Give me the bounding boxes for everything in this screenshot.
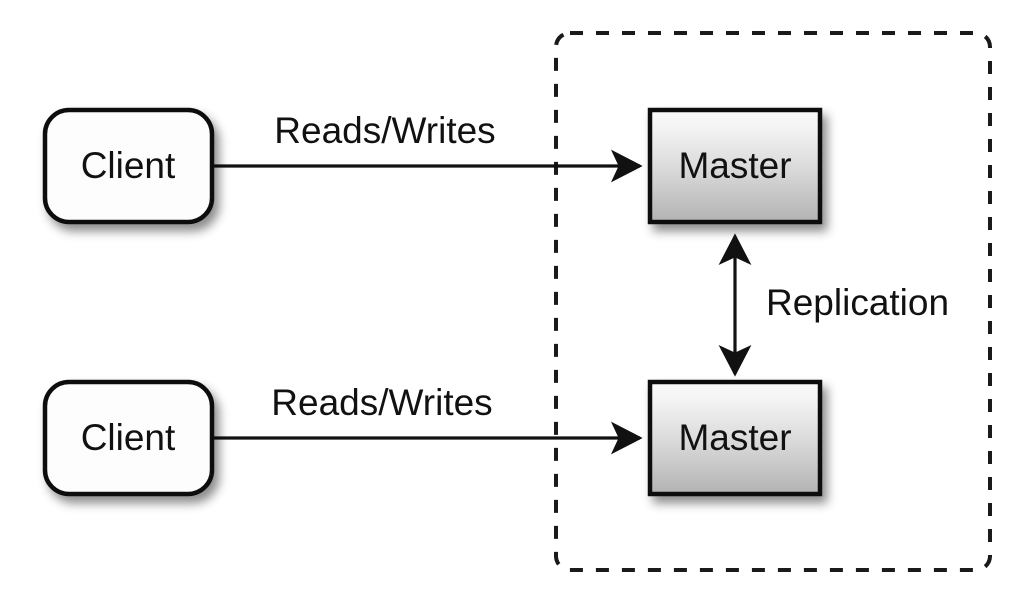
edge-label-replication: Replication <box>766 282 949 323</box>
client-top-box[interactable] <box>42 107 215 225</box>
node-master-bottom[interactable]: Master <box>647 379 823 497</box>
client-bottom-box[interactable] <box>42 379 215 497</box>
client-top-label: Client <box>81 145 176 186</box>
client-bottom-label: Client <box>81 417 176 458</box>
master-bottom-label: Master <box>678 417 791 458</box>
node-master-top[interactable]: Master <box>647 107 823 225</box>
edge-label-reads-writes-bottom: Reads/Writes <box>271 382 492 423</box>
master-top-label: Master <box>678 145 791 186</box>
node-client-top[interactable]: Client <box>42 107 215 225</box>
edge-label-reads-writes-top: Reads/Writes <box>274 110 495 151</box>
replication-cluster-boundary <box>554 31 992 572</box>
node-client-bottom[interactable]: Client <box>42 379 215 497</box>
master-top-box[interactable] <box>647 107 823 225</box>
master-bottom-box[interactable] <box>647 379 823 497</box>
